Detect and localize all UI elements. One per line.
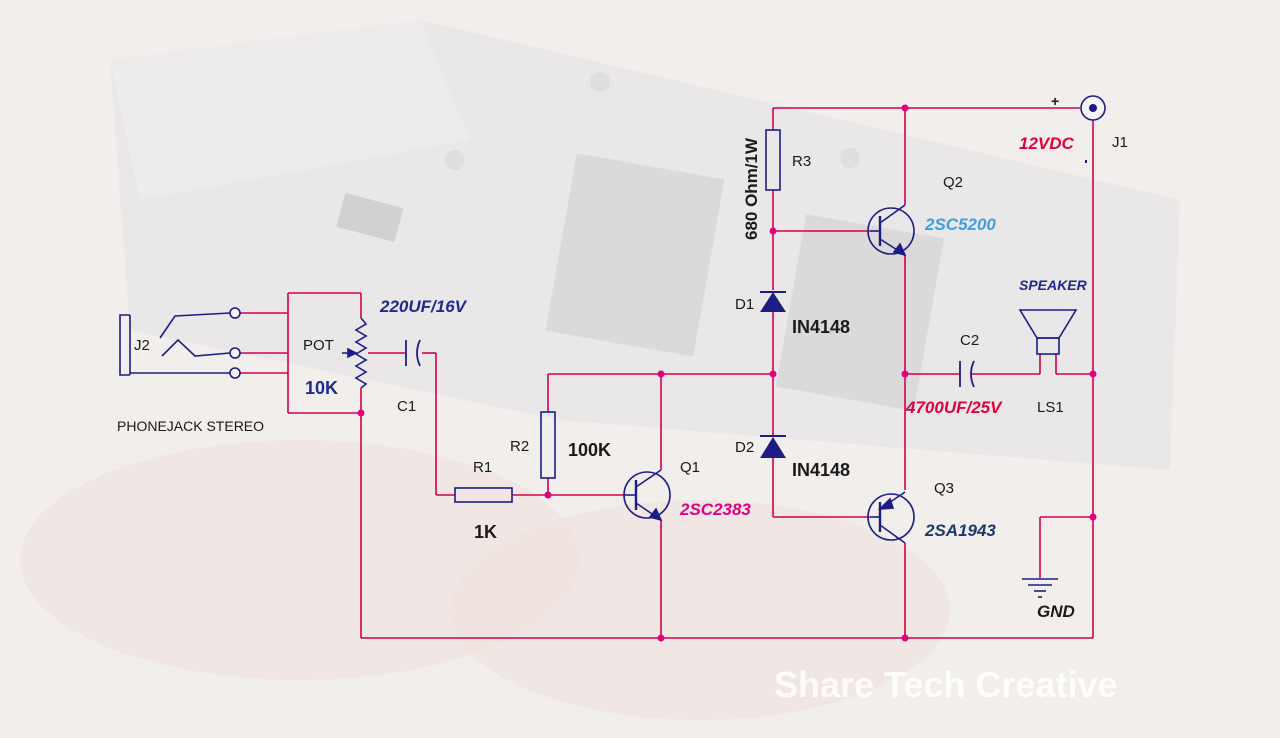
- labels: J2 PHONEJACK STEREO POT 10K C1 220UF/16V…: [117, 93, 1128, 621]
- label-q2: Q2: [943, 174, 963, 191]
- junction-nodes: [357, 104, 1097, 642]
- label-c1-value: 220UF/16V: [379, 297, 468, 316]
- label-d1-value: IN4148: [792, 317, 850, 337]
- label-pot: POT: [303, 337, 334, 354]
- label-d2-value: IN4148: [792, 460, 850, 480]
- label-supply: 12VDC: [1019, 134, 1075, 153]
- label-gnd: GND: [1037, 602, 1075, 621]
- label-r3-value: 680 Ohm/1W: [742, 137, 761, 240]
- speaker-icon: [1018, 309, 1078, 355]
- label-d1: D1: [735, 296, 754, 313]
- label-phonejack: PHONEJACK STEREO: [117, 418, 264, 434]
- capacitor-c1: [405, 339, 421, 367]
- label-c2-value: 4700UF/25V: [905, 398, 1003, 417]
- label-q1: Q1: [680, 459, 700, 476]
- diode-d1: [760, 291, 786, 312]
- label-q3-part: 2SA1943: [924, 521, 996, 540]
- transistor-q1: [623, 469, 671, 522]
- background-photo: [20, 20, 1180, 720]
- capacitor-c2: [959, 360, 975, 388]
- label-r3: R3: [792, 153, 811, 170]
- phone-jack-j2: [119, 307, 241, 379]
- resistor-r2: [540, 411, 556, 479]
- label-r2-value: 100K: [568, 440, 611, 460]
- label-ls1: LS1: [1037, 399, 1064, 416]
- label-c1: C1: [397, 398, 416, 415]
- ground-icon: [1022, 578, 1058, 598]
- label-c2: C2: [960, 332, 979, 349]
- transistor-q3: [867, 491, 915, 544]
- label-j2: J2: [134, 337, 150, 354]
- resistor-r3: [765, 129, 781, 191]
- label-speaker: SPEAKER: [1019, 277, 1088, 293]
- potentiometer: [342, 317, 368, 389]
- resistor-r1: [454, 487, 513, 503]
- label-q3: Q3: [934, 480, 954, 497]
- label-r1-value: 1K: [474, 522, 497, 542]
- dc-jack-j1: [1080, 95, 1106, 163]
- label-r2: R2: [510, 438, 529, 455]
- label-pot-value: 10K: [305, 378, 338, 398]
- diode-d2: [760, 435, 786, 458]
- label-d2: D2: [735, 439, 754, 456]
- label-j1: J1: [1112, 134, 1128, 151]
- label-q2-part: 2SC5200: [924, 215, 996, 234]
- label-q1-part: 2SC2383: [679, 500, 751, 519]
- label-r1: R1: [473, 459, 492, 476]
- transistor-q2: [867, 204, 915, 257]
- label-plus: +: [1051, 93, 1059, 109]
- watermark-text: Share Tech Creative: [774, 664, 1118, 705]
